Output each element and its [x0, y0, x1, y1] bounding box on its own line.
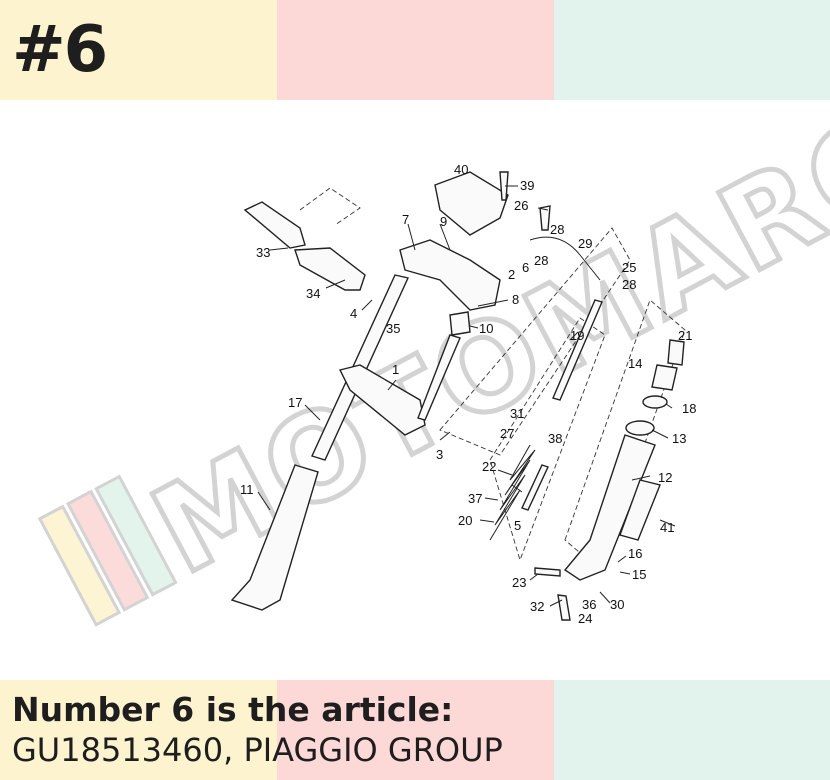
- label-41: 41: [660, 520, 674, 535]
- label-39: 39: [520, 178, 534, 193]
- label-4: 4: [350, 306, 357, 321]
- band-pink: [277, 0, 554, 100]
- label-27: 27: [500, 426, 514, 441]
- label-37: 37: [468, 491, 482, 506]
- label-21: 21: [678, 328, 692, 343]
- part-bolt-23: [534, 567, 561, 577]
- label-11: 11: [240, 482, 254, 497]
- label-22: 22: [482, 459, 496, 474]
- watermark-text: MOTOMARCIA: [132, 100, 830, 602]
- part-rod-5: [521, 464, 549, 511]
- item-number-badge: #6: [12, 13, 108, 87]
- caption-article-code: GU18513460, PIAGGIO GROUP: [12, 731, 503, 769]
- frame-left-group: [299, 187, 361, 226]
- label-24: 24: [578, 611, 592, 626]
- label-36: 36: [582, 597, 596, 612]
- label-3: 3: [436, 447, 443, 462]
- part-top-cover: [434, 171, 509, 236]
- article-caption: Number 6 is the article: GU18513460, PIA…: [12, 690, 503, 770]
- label-28a: 28: [550, 222, 564, 237]
- band-mint: [554, 0, 830, 100]
- band-mint-bottom: [554, 680, 830, 780]
- label-33: 33: [256, 245, 270, 260]
- part-mirror: [243, 201, 306, 249]
- part-shaft-19: [552, 299, 603, 401]
- part-cable-29: [529, 236, 601, 281]
- label-8: 8: [512, 292, 519, 307]
- label-29: 29: [578, 236, 592, 251]
- label-30: 30: [610, 597, 624, 612]
- label-15: 15: [632, 567, 646, 582]
- label-31: 31: [510, 406, 524, 421]
- label-26: 26: [514, 198, 528, 213]
- label-38: 38: [548, 431, 562, 446]
- label-25: 25: [622, 260, 636, 275]
- band-yellow: [0, 0, 277, 100]
- label-6: 6: [522, 260, 529, 275]
- part-bolt-26: [539, 205, 551, 231]
- frame-center-group: [439, 227, 631, 456]
- label-34: 34: [306, 286, 320, 301]
- bottom-color-band: [0, 680, 830, 780]
- part-fork-leg-11: [230, 464, 319, 611]
- label-28c: 28: [622, 277, 636, 292]
- label-18: 18: [682, 401, 696, 416]
- part-steering-stem: [417, 334, 461, 421]
- part-seal-18: [642, 395, 668, 409]
- label-1: 1: [392, 362, 399, 377]
- label-40: 40: [454, 162, 468, 177]
- part-screw-39: [499, 171, 509, 201]
- part-lower-yoke: [338, 364, 426, 436]
- label-14: 14: [628, 356, 642, 371]
- part-fork-leg-12: [563, 434, 656, 581]
- part-bracket-34: [294, 247, 366, 291]
- part-ring-13: [625, 420, 655, 436]
- top-color-band: [0, 0, 830, 100]
- frame-spring-group: [489, 317, 606, 562]
- part-bush-14: [651, 364, 678, 391]
- label-28b: 28: [534, 253, 548, 268]
- label-9: 9: [440, 214, 447, 229]
- exploded-parts-diagram: MOTOMARCIA: [37, 100, 830, 627]
- label-7: 7: [402, 212, 409, 227]
- part-spring-22: [489, 444, 536, 541]
- label-17: 17: [288, 395, 302, 410]
- part-collar-10: [449, 311, 471, 336]
- label-35: 35: [386, 321, 400, 336]
- label-2: 2: [508, 267, 515, 282]
- label-20: 20: [458, 513, 472, 528]
- label-13: 13: [672, 431, 686, 446]
- label-5: 5: [514, 518, 521, 533]
- part-upper-yoke: [399, 239, 501, 311]
- label-32: 32: [530, 599, 544, 614]
- leader-lines: [257, 185, 676, 607]
- label-12: 12: [658, 470, 672, 485]
- band-yellow-bottom: [0, 680, 277, 780]
- label-23: 23: [512, 575, 526, 590]
- label-16: 16: [628, 546, 642, 561]
- part-cap-21: [667, 339, 685, 366]
- label-10: 10: [479, 321, 493, 336]
- part-reflector-41: [619, 479, 661, 541]
- caption-heading: Number 6 is the article:: [12, 690, 454, 729]
- band-pink-bottom: [277, 680, 554, 780]
- part-number-labels: 40 39 26 7 9 28 29 33 2 6 28 25 28 34 8 …: [240, 162, 696, 626]
- label-19: 19: [570, 328, 584, 343]
- part-bolt-24: [557, 594, 571, 621]
